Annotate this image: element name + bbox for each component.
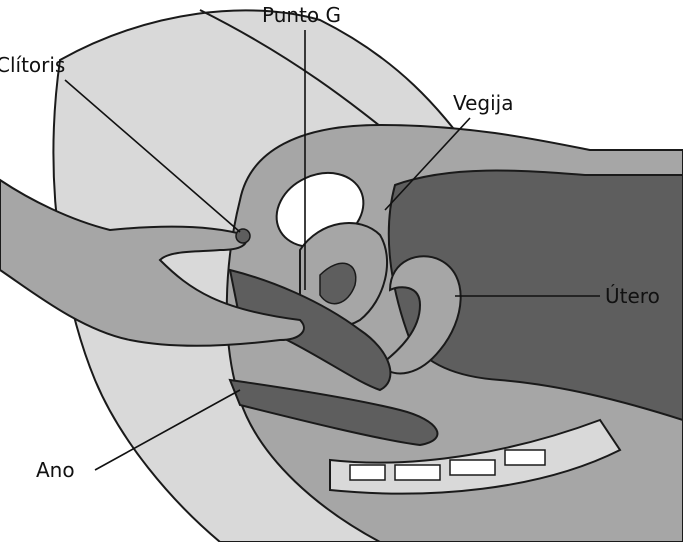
hand (0, 178, 305, 347)
label-vegija: Vegija (453, 91, 514, 115)
vertebrae (349, 449, 546, 481)
vaginal-canal (228, 268, 392, 392)
label-utero: Útero (605, 284, 660, 308)
uterus-shape (378, 255, 462, 375)
leader-lines (64, 30, 600, 471)
label-ano: Ano (36, 458, 75, 482)
rectum (228, 378, 439, 447)
label-punto-g: Punto G (262, 3, 341, 27)
label-clitoris: Clítoris (0, 53, 65, 77)
bladder-inner (319, 262, 357, 305)
